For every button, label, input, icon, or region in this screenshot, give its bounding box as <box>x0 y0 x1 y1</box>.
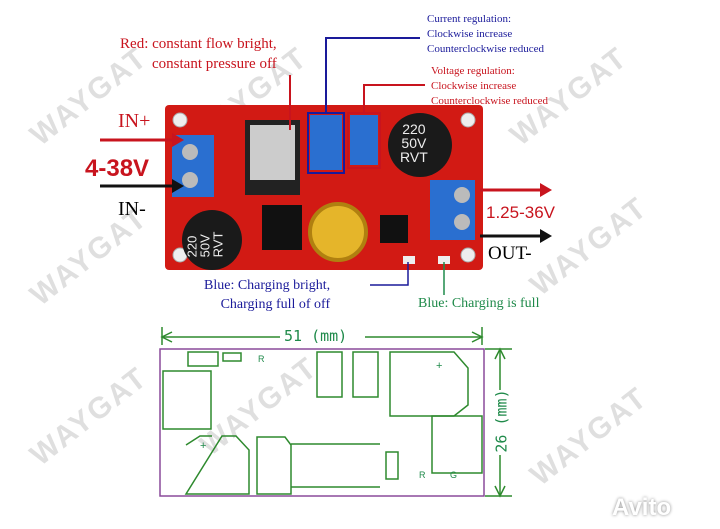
g-mark: G <box>450 470 458 480</box>
label-line: constant pressure off <box>152 56 277 72</box>
blue-led <box>403 256 415 264</box>
label-line: Counterclockwise reduced <box>427 43 544 55</box>
label-line: Charging full of off <box>220 297 331 312</box>
r2-mark: R <box>419 470 426 480</box>
label-line: Clockwise increase <box>431 80 517 92</box>
green-led <box>438 256 450 264</box>
mounting-hole <box>460 112 476 128</box>
out-minus-label: OUT- <box>488 243 532 264</box>
input-capacitor-label: 220 50V RVT <box>184 231 226 258</box>
output-capacitor-label: 220 50V RVT <box>400 122 428 164</box>
output-capacitor <box>388 113 452 177</box>
output-terminal <box>430 180 475 240</box>
cap-text: 50V <box>401 135 427 151</box>
plus-mark: + <box>436 360 443 372</box>
input-capacitor <box>182 210 242 270</box>
width-dimension: 51 (mm) <box>284 327 348 345</box>
input-voltage-label: 4-38V <box>85 155 150 182</box>
in-plus-label: IN+ <box>118 110 151 132</box>
pcb-outline-drawing <box>160 327 512 498</box>
cap-text: 220 <box>402 121 426 137</box>
label-line: Counterclockwise reduced <box>431 95 548 107</box>
diode <box>262 205 302 250</box>
label-line: Blue: Charging bright, <box>204 278 331 293</box>
output-voltage-label: 1.25-36V <box>486 203 555 222</box>
label-line: Voltage regulation: <box>431 65 515 77</box>
mounting-hole <box>172 112 188 128</box>
label-line: Red: constant flow bright, <box>120 36 277 52</box>
in-minus-label: IN- <box>118 198 146 220</box>
board-boundary <box>159 348 485 497</box>
cap-text: RVT <box>400 149 428 165</box>
current-potentiometer <box>310 115 342 170</box>
voltage-potentiometer <box>350 115 378 165</box>
voltage-regulation-label: Voltage regulation: Clockwise increase C… <box>431 64 548 109</box>
inductor <box>308 202 368 262</box>
blue-led-label: Blue: Charging bright, Charging full of … <box>204 276 330 314</box>
avito-logo: Avito <box>612 494 672 521</box>
label-line: Clockwise increase <box>427 28 513 40</box>
plus-mark: + <box>200 440 207 452</box>
chip <box>380 215 408 243</box>
green-led-label: Blue: Charging is full <box>418 296 540 311</box>
label-line: Current regulation: <box>427 13 512 25</box>
cap-text: RVT <box>210 231 226 258</box>
height-dimension: 26 (mm) <box>492 389 511 453</box>
current-regulation-label: Current regulation: Clockwise increase C… <box>427 12 544 57</box>
red-led-label: Red: constant flow bright, constant pres… <box>118 34 277 74</box>
r-mark: R <box>258 354 265 364</box>
mounting-hole <box>460 247 476 263</box>
